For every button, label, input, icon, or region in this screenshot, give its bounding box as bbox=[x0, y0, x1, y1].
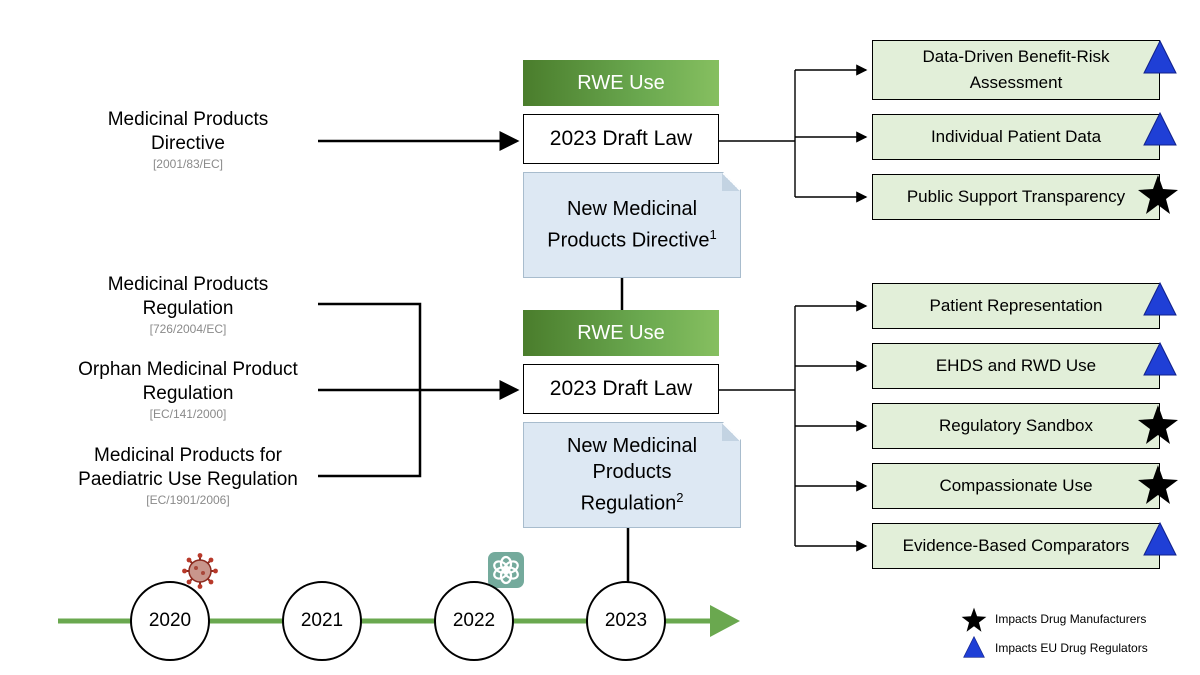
timeline-year: 2022 bbox=[434, 581, 514, 661]
source-title: Medicinal Products for Paediatric Use Re… bbox=[78, 445, 298, 490]
new-medicinal-products-regulation-doc: New Medicinal Products Regulation2 bbox=[523, 422, 741, 528]
source-title: Medicinal Products Regulation bbox=[107, 274, 269, 319]
rwe-use-banner-top: RWE Use bbox=[523, 60, 719, 106]
legend-star-label: Impacts Drug Manufacturers bbox=[995, 612, 1147, 626]
source-title: Medicinal Products Directive bbox=[107, 109, 269, 154]
outcome-patient-representation: Patient Representation bbox=[872, 283, 1160, 329]
source-medicinal-products-regulation: Medicinal Products Regulation [726/2004/… bbox=[78, 273, 298, 337]
outcome-evidence-based-comparators: Evidence-Based Comparators bbox=[872, 523, 1160, 569]
outcome-ehds-rwd-use: EHDS and RWD Use bbox=[872, 343, 1160, 389]
virus-icon bbox=[182, 553, 218, 589]
timeline-year: 2020 bbox=[130, 581, 210, 661]
star-icon bbox=[961, 607, 987, 632]
triangle-icon bbox=[1143, 522, 1177, 556]
timeline-year: 2021 bbox=[282, 581, 362, 661]
outcome-data-driven-benefit-risk: Data-Driven Benefit-Risk Assessment bbox=[872, 40, 1160, 100]
doc-footnote: 2 bbox=[676, 490, 684, 506]
outcome-individual-patient-data: Individual Patient Data bbox=[872, 114, 1160, 160]
outcome-compassionate-use: Compassionate Use bbox=[872, 463, 1160, 509]
star-icon bbox=[1138, 465, 1178, 504]
timeline-year: 2023 bbox=[586, 581, 666, 661]
source-medicinal-products-directive: Medicinal Products Directive [2001/83/EC… bbox=[78, 108, 298, 172]
doc-footnote: 1 bbox=[709, 227, 717, 243]
triangle-icon bbox=[1143, 40, 1177, 74]
star-icon bbox=[1138, 175, 1178, 214]
source-title: Orphan Medicinal Product Regulation bbox=[78, 359, 298, 404]
triangle-icon bbox=[963, 636, 985, 658]
outcome-public-support-transparency: Public Support Transparency bbox=[872, 174, 1160, 220]
source-code: [2001/83/EC] bbox=[152, 157, 224, 171]
outcome-regulatory-sandbox: Regulatory Sandbox bbox=[872, 403, 1160, 449]
legend-triangle-label: Impacts EU Drug Regulators bbox=[995, 641, 1148, 655]
triangle-icon bbox=[1143, 112, 1177, 146]
source-paediatric-use-regulation: Medicinal Products for Paediatric Use Re… bbox=[58, 444, 318, 508]
rwe-use-banner-bottom: RWE Use bbox=[523, 310, 719, 356]
source-code: [EC/1901/2006] bbox=[146, 493, 230, 507]
star-icon bbox=[1138, 405, 1178, 444]
draft-law-box-bottom: 2023 Draft Law bbox=[523, 364, 719, 414]
draft-law-box-top: 2023 Draft Law bbox=[523, 114, 719, 164]
triangle-icon bbox=[1143, 282, 1177, 316]
source-code: [EC/141/2000] bbox=[149, 407, 227, 421]
chatbot-icon bbox=[488, 552, 524, 588]
new-medicinal-products-directive-doc: New Medicinal Products Directive1 bbox=[523, 172, 741, 278]
source-code: [726/2004/EC] bbox=[149, 322, 227, 336]
source-orphan-medicinal-product-regulation: Orphan Medicinal Product Regulation [EC/… bbox=[58, 358, 318, 422]
triangle-icon bbox=[1143, 342, 1177, 376]
doc-title: New Medicinal Products Regulation bbox=[566, 435, 698, 515]
doc-title: New Medicinal Products Directive bbox=[547, 198, 710, 252]
